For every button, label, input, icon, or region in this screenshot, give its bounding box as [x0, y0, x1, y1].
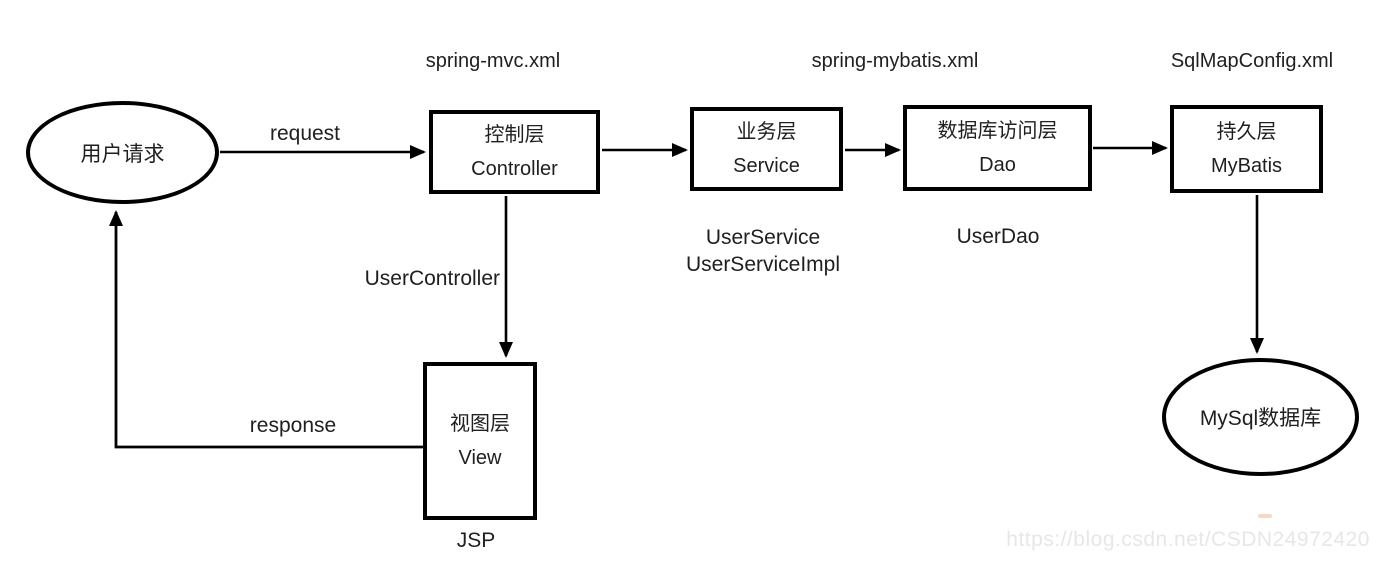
watermark-accent-mark [1258, 514, 1272, 518]
node-mybatis-line2: MyBatis [1210, 155, 1283, 177]
label-jsp: JSP [456, 529, 496, 552]
label-spring-mybatis-xml: spring-mybatis.xml [811, 50, 979, 72]
node-mybatis: 持久层 MyBatis [1170, 105, 1323, 193]
node-controller: 控制层 Controller [429, 110, 600, 194]
label-response: response [249, 414, 337, 437]
node-view-line2: View [458, 447, 502, 469]
node-mysql: MySql数据库 [1162, 358, 1359, 476]
node-service: 业务层 Service [690, 107, 843, 191]
label-userserviceimpl: UserServiceImpl [685, 253, 841, 276]
node-controller-line2: Controller [471, 158, 558, 180]
node-dao-line2: Dao [979, 154, 1016, 176]
node-mybatis-line1: 持久层 [1216, 121, 1277, 143]
node-service-line2: Service [733, 155, 800, 177]
label-sqlmapconfig-xml: SqlMapConfig.xml [1170, 50, 1334, 72]
node-view-line1: 视图层 [450, 413, 510, 435]
node-controller-line1: 控制层 [484, 124, 545, 146]
arrow-response [109, 210, 423, 449]
label-userdao: UserDao [956, 225, 1040, 248]
node-view: 视图层 View [423, 362, 537, 520]
node-dao: 数据库访问层 Dao [903, 105, 1092, 191]
node-user-request: 用户请求 [26, 101, 219, 204]
node-user-request-label: 用户请求 [80, 142, 165, 166]
watermark-text: https://blog.csdn.net/CSDN24972420 [1006, 528, 1370, 551]
node-dao-line1: 数据库访问层 [937, 120, 1058, 142]
label-request: request [269, 122, 341, 145]
node-mysql-label: MySql数据库 [1199, 407, 1322, 430]
label-usercontroller: UserController [364, 267, 500, 290]
label-userservice: UserService [705, 226, 821, 249]
label-spring-mvc-xml: spring-mvc.xml [425, 50, 561, 72]
node-service-line1: 业务层 [736, 121, 797, 143]
